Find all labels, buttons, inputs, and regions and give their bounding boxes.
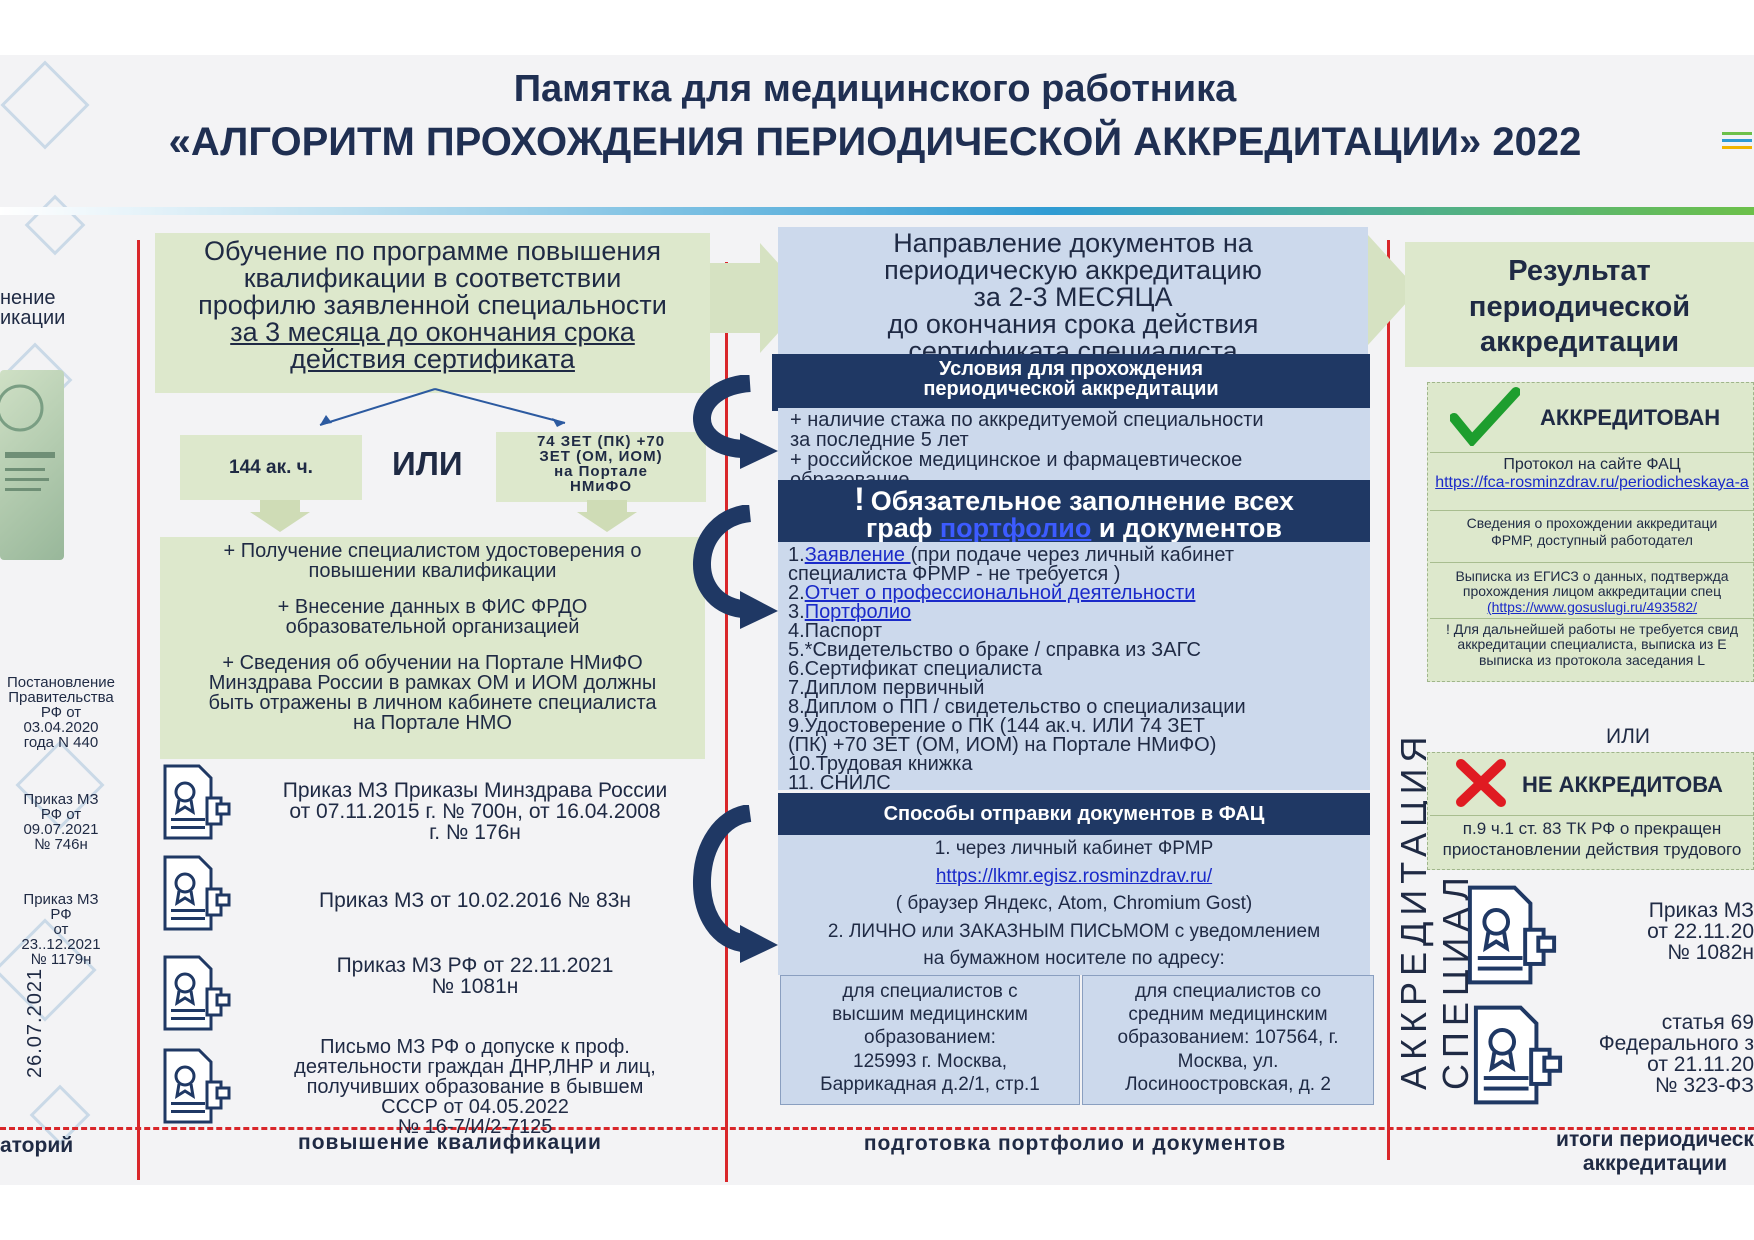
send-methods-box: 1. через личный кабинет ФРМР https://lkm… [778, 835, 1370, 975]
mandatory-header: !Обязательное заполнение всех граф портф… [778, 480, 1370, 545]
certificate-document-icon [163, 855, 231, 931]
submission-box: Направление документов на периодическую … [778, 227, 1368, 365]
certificate-image [0, 370, 64, 560]
frmr-info: Сведения о прохождении аккредитаци ФРМР,… [1430, 510, 1754, 549]
left-footer: аторий [0, 1134, 74, 1157]
left-heading: нение икации [0, 287, 66, 329]
federal-law-323: статья 69 Федерального з от 21.11.20 № 3… [1598, 1012, 1754, 1096]
not-accredited-box [1427, 752, 1754, 870]
accredited-label: АККРЕДИТОВАН [1540, 405, 1721, 430]
gosuslugi-link[interactable]: (https://www.gosuslugi.ru/493582/ [1486, 598, 1698, 615]
training-results: + Получение специалистом удостоверения о… [160, 537, 705, 759]
option-hours: 144 ак. ч. [180, 435, 362, 500]
documents-list: 1.Заявление (при подаче через личный каб… [778, 542, 1370, 793]
page-subtitle: «АЛГОРИТМ ПРОХОЖДЕНИЯ ПЕРИОДИЧЕСКОЙ АККР… [168, 120, 1582, 164]
send-methods-header: Способы отправки документов в ФАЦ [778, 793, 1370, 835]
exclamation-icon: ! [854, 481, 865, 517]
report-link[interactable]: Отчет о профессиональной деятельности [804, 582, 1196, 604]
column-divider [725, 262, 728, 1182]
option-zet: 74 ЗЕТ (ПК) +70 ЗЕТ (ОМ, ИОМ) на Портале… [496, 432, 706, 502]
certificate-document-icon [163, 764, 231, 840]
column-divider [137, 240, 140, 1180]
certificate-document-icon [163, 955, 231, 1031]
or-label: ИЛИ [392, 445, 463, 482]
result-box: Результат периодической аккредитации [1405, 242, 1754, 367]
check-icon [1450, 387, 1520, 446]
certificate-document-icon [1473, 1005, 1563, 1105]
down-arrow-icon [250, 500, 310, 532]
or-label-result: ИЛИ [1606, 725, 1650, 748]
frmr-link[interactable]: https://lkmr.egisz.rosminzdrav.ru/ [935, 865, 1213, 887]
fca-link[interactable]: https://fca-rosminzdrav.ru/periodicheska… [1435, 473, 1749, 491]
order-doc-2: Приказ МЗ от 10.02.2016 № 83н [319, 889, 631, 912]
portfolio-link[interactable]: портфолио [939, 513, 1092, 543]
col3-footer: итоги периодическ аккредитации [1556, 1128, 1754, 1176]
training-box: Обучение по программе повышения квалифик… [155, 233, 710, 393]
split-arrows [319, 388, 566, 427]
application-link[interactable]: Заявление [804, 544, 911, 566]
egisz-extract: Выписка из ЕГИСЗ о данных, подтвержда пр… [1430, 562, 1754, 615]
labor-code-note: п.9 ч.1 ст. 83 ТК РФ о прекращен приоста… [1430, 815, 1754, 861]
curved-arrow-icon [693, 505, 778, 629]
certificate-document-icon [163, 1048, 231, 1124]
col2-footer: подготовка портфолио и документов [863, 1132, 1287, 1155]
conditions-list: + наличие стажа по аккредитуемой специал… [778, 408, 1370, 490]
vertical-date: 26.07.2021 [24, 967, 46, 1078]
footer-divider [0, 1127, 1754, 1130]
col1-footer: повышение квалификации [298, 1131, 602, 1154]
conditions-header: Условия для прохождения периодической ак… [772, 354, 1370, 411]
column-divider [1387, 240, 1390, 1160]
order-1082: Приказ МЗ от 22.11.20 № 1082н [1647, 900, 1754, 963]
curved-arrow-icon [693, 805, 778, 963]
page-title: Памятка для медицинского работника [513, 68, 1237, 110]
curved-arrow-icon [693, 375, 778, 469]
order-doc-4: Письмо МЗ РФ о допуске к проф.деятельнос… [294, 1036, 656, 1138]
certificate-document-icon [1467, 885, 1557, 985]
protocol-note: Протокол на сайте ФАЦ https://fca-rosmin… [1430, 452, 1754, 491]
no-certificate-note: ! Для дальнейшей работы не требуется сви… [1430, 618, 1754, 668]
not-accredited-label: НЕ АККРЕДИТОВА [1522, 772, 1723, 797]
header-stripe [0, 207, 1754, 215]
cross-icon [1456, 759, 1506, 807]
portfolio-doc-link[interactable]: Портфолио [804, 601, 912, 623]
down-arrow-icon [577, 500, 637, 532]
logo-lines [1722, 128, 1752, 162]
ornament-pattern [0, 60, 105, 1146]
